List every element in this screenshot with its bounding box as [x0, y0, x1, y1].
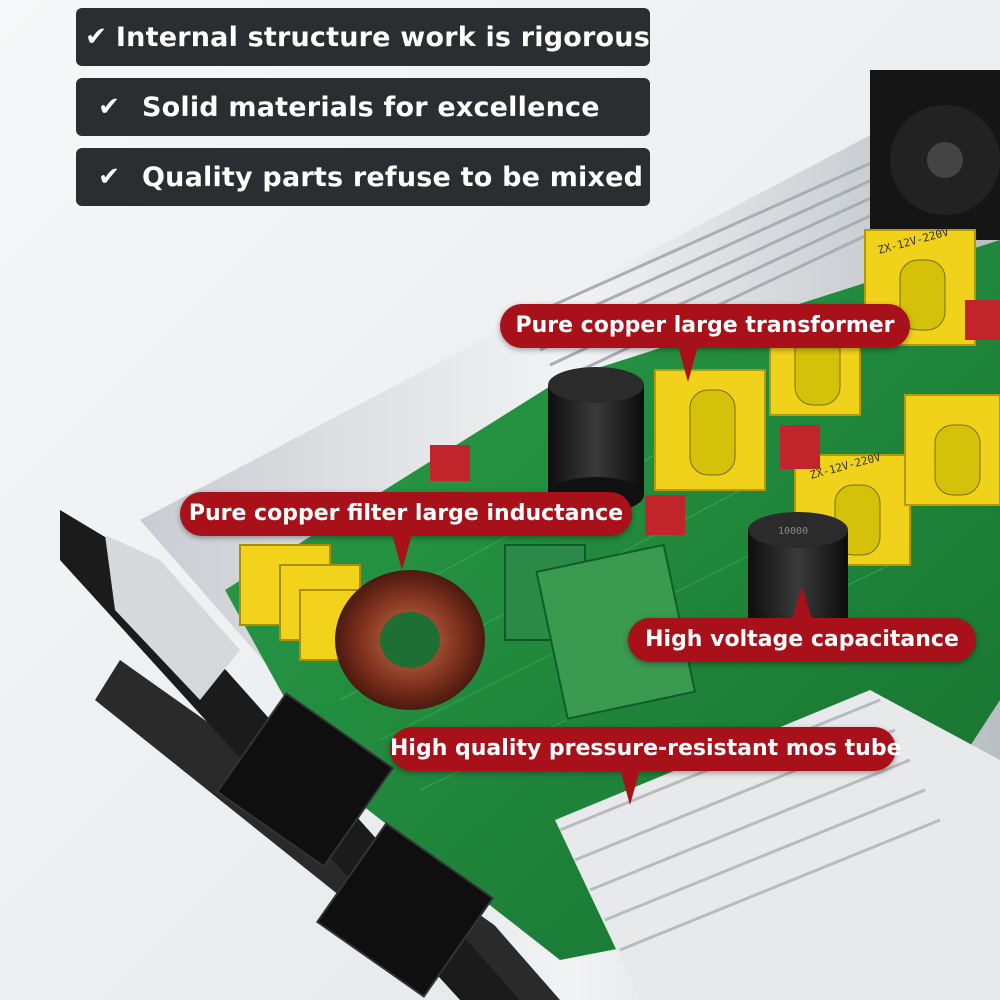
- ac-socket: [215, 692, 495, 998]
- check-icon: ✔: [98, 162, 120, 192]
- callout-transformer: Pure copper large transformer: [500, 304, 910, 382]
- callout-capacitance: High voltage capacitance: [628, 586, 976, 662]
- feature-text: Internal structure work is rigorous: [115, 21, 650, 53]
- front-panel: [60, 510, 520, 1000]
- feature-item: ✔ Quality parts refuse to be mixed: [76, 148, 650, 206]
- callout-inductance: Pure copper filter large inductance: [180, 492, 632, 570]
- feature-item: ✔ Solid materials for excellence: [76, 78, 650, 136]
- check-icon: ✔: [98, 92, 120, 122]
- film-capacitors: [430, 300, 1000, 535]
- feature-text: Quality parts refuse to be mixed: [142, 161, 644, 193]
- capacitor-marking: 10000: [778, 526, 808, 537]
- callout-mos-tube: High quality pressure-resistant mos tube: [390, 727, 902, 805]
- feature-text: Solid materials for excellence: [142, 91, 600, 123]
- feature-item: ✔ Internal structure work is rigorous: [76, 8, 650, 66]
- toroidal-inductor: [335, 570, 485, 710]
- check-icon: ✔: [85, 22, 107, 52]
- cooling-fan: [870, 70, 1000, 240]
